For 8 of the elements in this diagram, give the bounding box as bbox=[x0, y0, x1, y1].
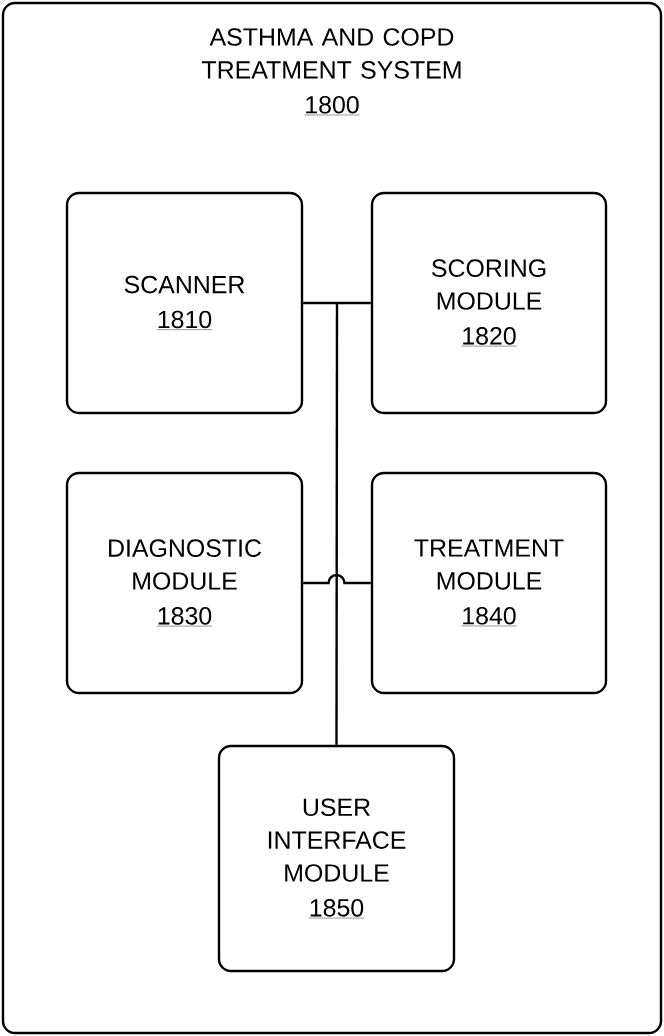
module-box: SCANNER 1810 bbox=[65, 191, 304, 415]
module-box: DIAGNOSTIC MODULE 1830 bbox=[65, 471, 304, 695]
connector-line bbox=[335, 303, 339, 745]
connector-line bbox=[303, 573, 371, 585]
module-box: USER INTERFACE MODULE 1850 bbox=[217, 744, 456, 973]
module-box: SCORING MODULE 1820 bbox=[370, 191, 608, 415]
connector-line bbox=[303, 301, 371, 305]
module-box: TREATMENT MODULE 1840 bbox=[370, 471, 608, 695]
